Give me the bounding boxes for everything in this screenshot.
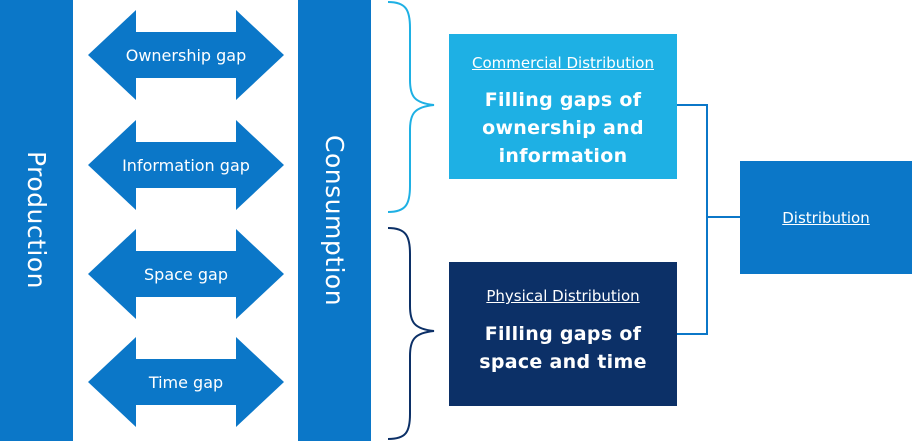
information-gap-arrow: Information gap xyxy=(88,120,284,210)
commercial-text-line: ownership and xyxy=(482,117,644,139)
production-bar: Production xyxy=(0,0,73,441)
commercial-distribution-box: Commercial Distribution Filling gaps of … xyxy=(449,34,677,179)
double-arrow-icon xyxy=(88,10,284,100)
time-gap-label: Time gap xyxy=(148,372,224,392)
physical-distribution-box: Physical Distribution Filling gaps of sp… xyxy=(449,262,677,406)
commercial-connector xyxy=(677,104,740,218)
information-gap-label: Information gap xyxy=(122,155,250,175)
production-label: Production xyxy=(22,151,51,290)
space-gap-label: Space gap xyxy=(144,264,228,284)
commercial-distribution-text: Filling gaps of ownership and informatio… xyxy=(449,86,677,170)
upper-brace xyxy=(387,1,435,213)
distribution-box: Distribution xyxy=(740,161,912,274)
ownership-gap-arrow: Ownership gap xyxy=(88,10,284,100)
lower-brace xyxy=(387,227,435,440)
physical-text-line: space and time xyxy=(479,351,647,373)
distribution-link[interactable]: Distribution xyxy=(782,208,870,227)
physical-distribution-title[interactable]: Physical Distribution xyxy=(486,287,640,305)
double-arrow-icon xyxy=(88,337,284,427)
physical-distribution-text: Filling gaps of space and time xyxy=(449,320,677,376)
consumption-label: Consumption xyxy=(320,134,349,307)
time-gap-arrow: Time gap xyxy=(88,337,284,427)
double-arrow-icon xyxy=(88,229,284,319)
physical-text-line: Filling gaps of xyxy=(484,323,642,345)
physical-connector xyxy=(677,217,708,335)
ownership-gap-label: Ownership gap xyxy=(125,45,247,65)
consumption-bar: Consumption xyxy=(298,0,371,441)
commercial-distribution-title[interactable]: Commercial Distribution xyxy=(472,54,654,72)
commercial-text-line: Filling gaps of xyxy=(484,89,642,111)
double-arrow-icon xyxy=(88,120,284,210)
commercial-text-line: information xyxy=(498,145,628,167)
space-gap-arrow: Space gap xyxy=(88,229,284,319)
